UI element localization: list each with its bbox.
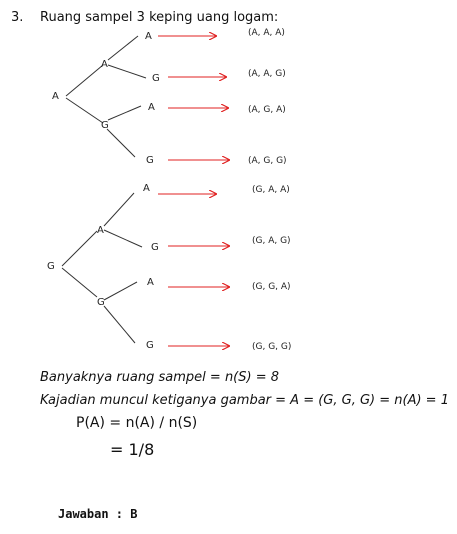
event-line: Kajadian muncul ketiganya gambar = A = (…	[40, 393, 449, 408]
tree-branch	[103, 192, 135, 227]
tree-node-l3: A	[147, 277, 154, 288]
tree-node-l2: A	[101, 59, 108, 70]
tree-node-l2: G	[97, 297, 105, 308]
tree-node-root-top: A	[52, 91, 59, 102]
tree-branch	[65, 64, 104, 97]
tree-node-l2: A	[97, 225, 104, 236]
tree-branch	[61, 230, 98, 267]
tree-node-l3: G	[146, 340, 154, 351]
outcome-label: (G, G, G)	[252, 342, 291, 352]
probability-result: = 1/8	[110, 440, 155, 459]
tree-branch	[103, 305, 136, 344]
tree-branch	[103, 229, 143, 248]
tree-node-root-bottom: G	[47, 261, 55, 272]
tree-node-l3: G	[151, 242, 159, 253]
tree-node-l3: A	[145, 31, 152, 42]
outcome-label: (G, A, G)	[252, 236, 291, 246]
problem-heading: Ruang sampel 3 keping uang logam:	[40, 10, 279, 25]
tree-branch	[103, 281, 138, 301]
answer-line: Jawaban : B	[58, 507, 138, 521]
outcome-label: (G, G, A)	[252, 282, 291, 292]
tree-branch	[61, 267, 98, 298]
outcome-arrows	[158, 36, 229, 346]
tree-node-l3: G	[152, 73, 160, 84]
problem-number: 3.	[11, 10, 24, 25]
outcome-label: (A, A, A)	[248, 28, 285, 38]
probability-formula: P(A) = n(A) / n(S)	[76, 415, 198, 431]
tree-branch	[107, 64, 147, 79]
outcome-label: (A, G, G)	[248, 156, 287, 166]
tree-node-l3: G	[146, 155, 154, 166]
outcome-label: (A, A, G)	[248, 69, 286, 79]
tree-node-l2: G	[101, 120, 109, 131]
tree-node-l3: A	[148, 102, 155, 113]
sample-space-line: Banyaknya ruang sampel = n(S) = 8	[40, 370, 280, 385]
outcome-label: (G, A, A)	[252, 185, 290, 195]
tree-node-l3: A	[143, 183, 150, 194]
outcome-label: (A, G, A)	[248, 105, 286, 115]
tree-branch	[65, 97, 104, 124]
tree-branch	[107, 35, 139, 61]
tree-branch	[106, 128, 136, 158]
tree-branch	[107, 105, 142, 121]
